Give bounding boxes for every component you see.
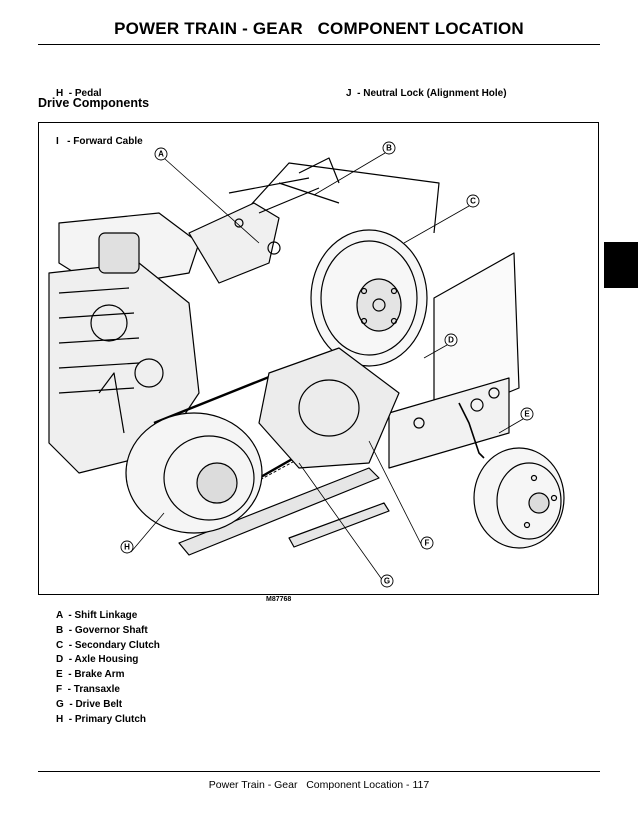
frame-rail bbox=[238, 162, 440, 234]
section-tab-marker bbox=[604, 242, 638, 288]
callout-d: D bbox=[448, 336, 454, 345]
callout-b: B bbox=[386, 144, 392, 153]
callout-c: C bbox=[470, 197, 476, 206]
prev-legend-item: H - Pedal bbox=[56, 88, 102, 99]
prev-legend-left: H - Pedal I - Forward Cable bbox=[56, 54, 143, 166]
prev-legend-item: J - Neutral Lock (Alignment Hole) bbox=[346, 88, 507, 99]
legend-item: A - Shift Linkage bbox=[56, 610, 138, 621]
section-heading: Drive Components bbox=[38, 96, 150, 110]
governor-shaft bbox=[298, 157, 340, 184]
callout-h: H bbox=[124, 543, 130, 552]
drive-illustration: A B C D E F G H bbox=[48, 141, 565, 588]
callout-g: G bbox=[384, 577, 390, 586]
prev-legend-item: I - Forward Cable bbox=[56, 136, 143, 147]
legend-item: G - Drive Belt bbox=[56, 698, 123, 710]
callout-e: E bbox=[524, 410, 530, 419]
legend-item: D - Axle Housing bbox=[56, 654, 139, 666]
legend-item: B - Governor Shaft bbox=[56, 624, 148, 636]
frame-channel bbox=[178, 467, 380, 556]
legend-item: E - Brake Arm bbox=[56, 669, 125, 681]
legend-item: C - Secondary Clutch bbox=[56, 639, 160, 651]
brake-arm bbox=[458, 402, 485, 459]
page-footer: Power Train - Gear Component Location - … bbox=[208, 779, 430, 791]
title-rule bbox=[38, 44, 600, 45]
component-legend: A - Shift Linkage B - Governor Shaft C -… bbox=[56, 609, 160, 727]
prev-legend-right: J - Neutral Lock (Alignment Hole) bbox=[346, 54, 507, 118]
callout-f: F bbox=[425, 539, 430, 548]
drive-components-figure: A B C D E F G H bbox=[38, 122, 599, 595]
shift-linkage bbox=[188, 202, 280, 284]
legend-item: F - Transaxle bbox=[56, 683, 120, 695]
primary-clutch bbox=[125, 412, 263, 534]
figure-id: M87768 bbox=[266, 596, 292, 603]
callout-a: A bbox=[158, 150, 164, 159]
transaxle bbox=[258, 347, 400, 469]
axle-housing-plate bbox=[433, 252, 520, 424]
brake-drum bbox=[473, 447, 565, 549]
legend-item: H - Primary Clutch bbox=[56, 713, 147, 725]
footer-rule bbox=[38, 771, 600, 772]
axle-housing-lower bbox=[388, 377, 510, 469]
page-title: POWER TRAIN - GEAR COMPONENT LOCATION bbox=[114, 19, 524, 38]
